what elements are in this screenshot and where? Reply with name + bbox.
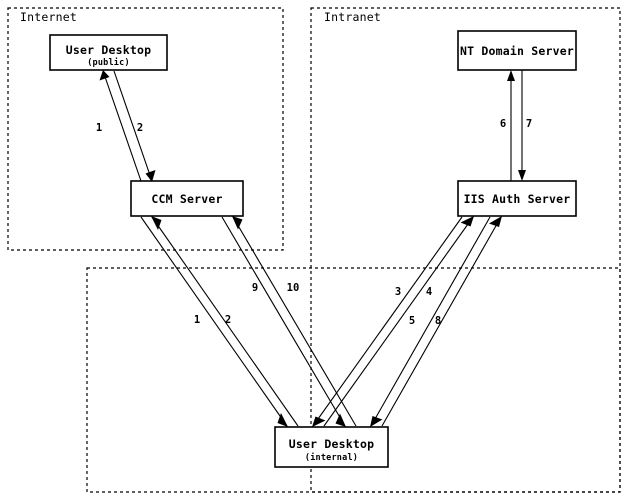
node-user-desktop-public-title: User Desktop <box>66 43 151 57</box>
flow-label-step-9: 9 <box>252 282 258 294</box>
node-user-desktop-public-subtitle: (public) <box>87 57 130 68</box>
flow-label-step-8: 8 <box>435 315 441 327</box>
flow-group-ccm-internal-desktop-1-2: 1 2 <box>140 216 299 427</box>
flow-line-step-10 <box>232 216 357 427</box>
flow-line-step-4 <box>323 216 474 427</box>
flow-line-step-3 <box>312 216 463 427</box>
node-user-desktop-public-box[interactable] <box>49 34 168 71</box>
node-ccm-server-title: CCM Server <box>151 192 222 206</box>
flow-arrow-step-2-internal <box>151 216 162 230</box>
flow-label-step-2-internal: 2 <box>225 314 231 326</box>
flow-line-step-2-internal <box>151 216 299 427</box>
flow-label-step-5: 5 <box>409 315 415 327</box>
flow-arrow-step-2-public <box>145 170 156 182</box>
flow-label-step-7: 7 <box>526 118 532 130</box>
flow-label-step-3: 3 <box>395 286 401 298</box>
flow-label-step-1-public: 1 <box>96 122 102 134</box>
flow-arrow-step-10 <box>232 216 243 230</box>
node-iis-auth-server-box[interactable] <box>457 180 577 217</box>
flow-group-ccm-public-desktop: 1 2 <box>96 70 156 182</box>
flow-arrow-step-4 <box>460 216 474 227</box>
flow-label-step-6: 6 <box>500 118 506 130</box>
node-user-desktop-internal-title: User Desktop <box>289 437 374 451</box>
zone-intranet: Intranet <box>310 7 621 493</box>
flow-arrow-step-1-public <box>99 70 110 81</box>
flow-label-step-4: 4 <box>426 286 432 298</box>
node-iis-auth-server[interactable]: IIS Auth Server <box>457 180 577 217</box>
flow-arrow-step-3 <box>312 416 326 427</box>
node-user-desktop-internal[interactable]: User Desktop (internal) <box>274 426 389 468</box>
flow-line-step-1-internal <box>140 216 288 427</box>
node-nt-domain-server-title: NT Domain Server <box>460 44 574 58</box>
flow-arrow-step-5 <box>370 416 383 427</box>
zone-intranet-border <box>310 7 621 493</box>
flow-line-step-5 <box>370 216 491 427</box>
flow-arrow-step-9 <box>335 413 346 427</box>
flow-group-iis-nt-domain: 6 7 <box>500 70 532 181</box>
node-ccm-server[interactable]: CCM Server <box>130 180 244 217</box>
zone-internet-label: Internet <box>20 10 77 24</box>
flow-arrow-step-7 <box>518 170 526 181</box>
zone-internet: Internet <box>7 7 284 251</box>
flow-line-step-2-public <box>113 70 153 182</box>
flow-label-step-10: 10 <box>287 282 300 294</box>
flow-arrow-step-8 <box>489 216 502 227</box>
flow-arrow-step-6 <box>507 70 515 81</box>
flow-group-iis-internal-desktop-5-8: 5 8 <box>370 216 502 427</box>
zone-internal-lan <box>86 267 621 493</box>
flow-line-step-8 <box>381 216 502 427</box>
zone-intranet-label: Intranet <box>324 10 381 24</box>
zone-internet-border <box>7 7 284 251</box>
zone-internal-lan-border <box>86 267 621 493</box>
flow-label-step-2-public: 2 <box>137 122 143 134</box>
flow-group-ccm-internal-desktop-9-10: 9 10 <box>221 216 357 427</box>
node-ccm-server-box[interactable] <box>130 180 244 217</box>
flow-line-step-9 <box>221 216 346 427</box>
node-nt-domain-server-box[interactable] <box>457 30 577 71</box>
node-iis-auth-server-title: IIS Auth Server <box>464 192 571 206</box>
flow-line-step-1-public <box>102 70 142 182</box>
flow-group-iis-internal-desktop-3-4: 3 4 <box>312 216 474 427</box>
node-user-desktop-internal-subtitle: (internal) <box>305 452 358 463</box>
flow-label-step-1-internal: 1 <box>194 314 200 326</box>
node-user-desktop-internal-box[interactable] <box>274 426 389 468</box>
node-nt-domain-server[interactable]: NT Domain Server <box>457 30 577 71</box>
flow-arrow-step-1-internal <box>277 413 288 427</box>
node-user-desktop-public[interactable]: User Desktop (public) <box>49 34 168 71</box>
